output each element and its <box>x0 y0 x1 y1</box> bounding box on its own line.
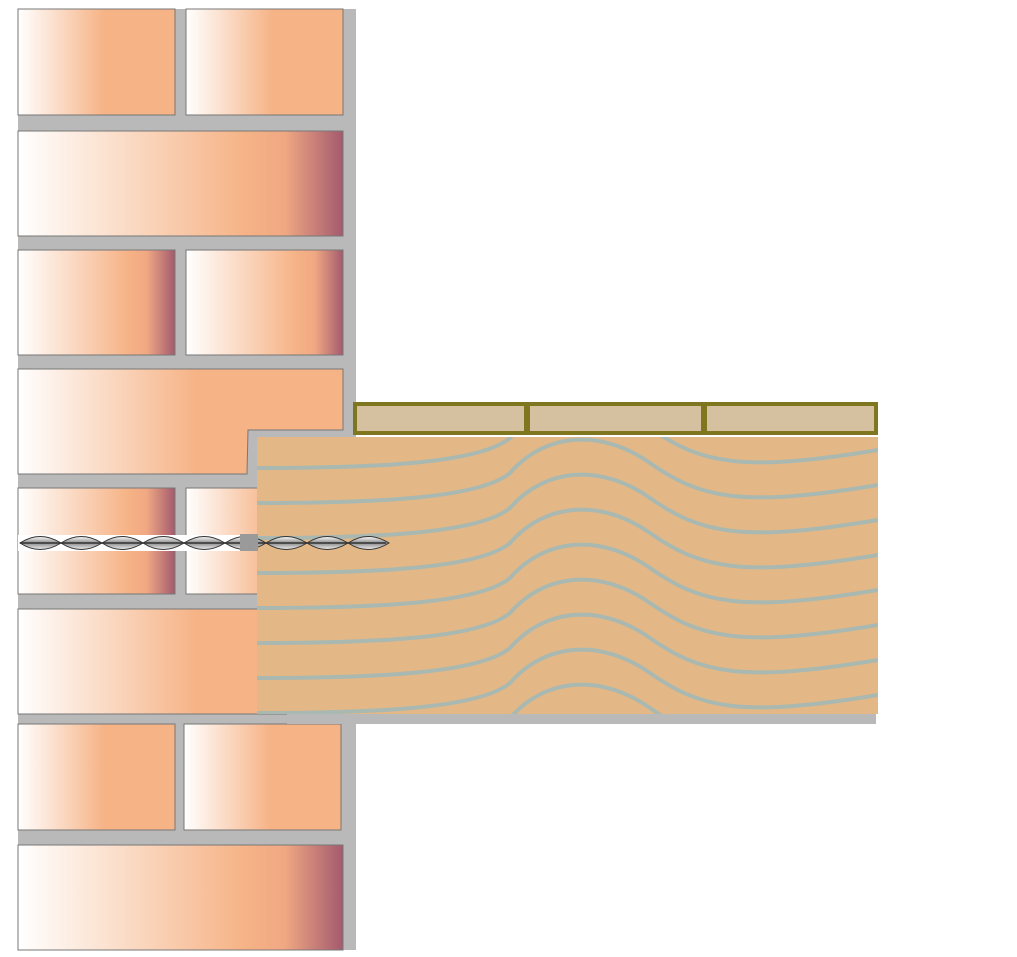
grain-line <box>257 507 878 575</box>
brick <box>185 8 344 116</box>
brick <box>17 844 344 951</box>
grain-line <box>257 437 878 505</box>
grain-line <box>511 682 663 714</box>
brick <box>17 8 176 116</box>
joist-shadow <box>287 712 876 724</box>
twisted-wall-tie <box>18 534 390 551</box>
brick <box>17 249 176 356</box>
grain-line <box>257 612 878 680</box>
timber-joist <box>257 437 878 714</box>
brick <box>183 723 342 831</box>
floorboard <box>526 402 705 435</box>
brick <box>185 249 344 356</box>
grain-line <box>257 577 878 645</box>
grain-line <box>257 472 878 540</box>
grain-line <box>257 542 878 610</box>
floorboard <box>353 402 528 435</box>
wood-grain <box>257 437 878 714</box>
tie-bracket <box>240 534 258 551</box>
grain-line <box>257 437 878 470</box>
brick <box>17 723 176 831</box>
brick <box>17 130 344 237</box>
floorboard <box>703 402 878 435</box>
notched-brick <box>17 368 344 475</box>
grain-line <box>257 647 878 714</box>
floorboards <box>353 402 878 435</box>
